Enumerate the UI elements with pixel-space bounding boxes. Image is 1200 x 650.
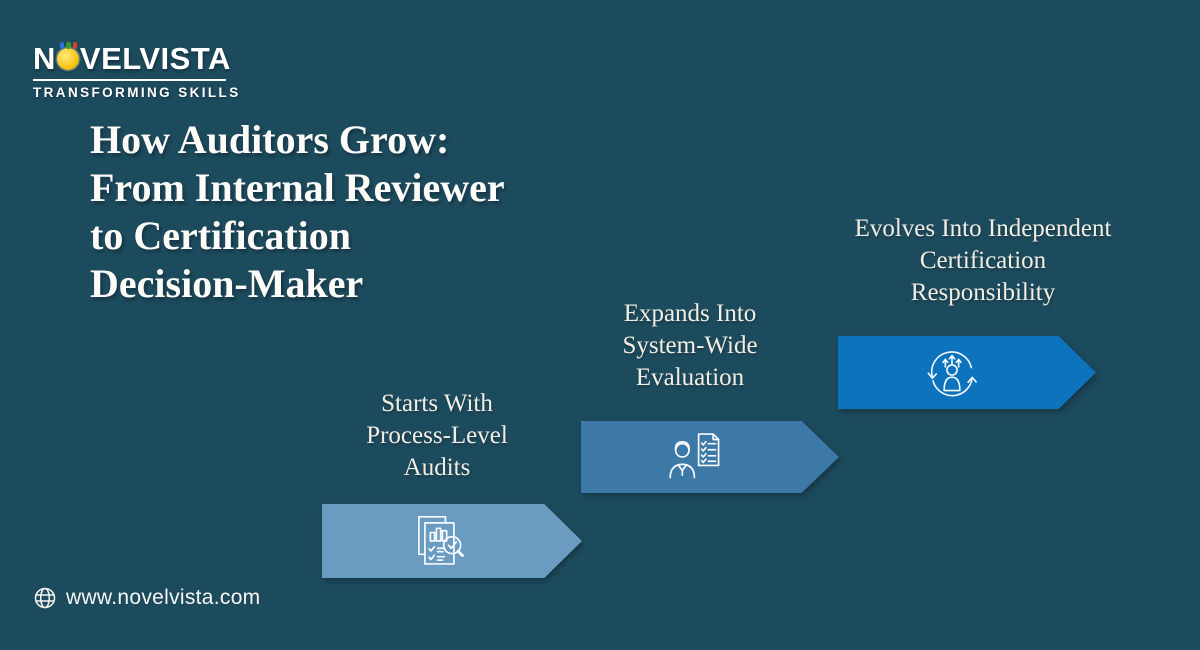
website-url: www.novelvista.com	[66, 586, 261, 609]
logo-wordmark: N VELVISTA	[33, 41, 241, 76]
step-3-arrow-shape	[838, 336, 1096, 409]
title-line: How Auditors Grow:	[90, 117, 450, 162]
footer: www.novelvista.com	[33, 586, 260, 610]
sun-figures-icon	[59, 41, 78, 49]
logo-suffix: VELVISTA	[79, 41, 231, 76]
logo-prefix: N	[33, 41, 56, 76]
step-2-label-line: System-Wide	[622, 332, 758, 359]
logo-divider	[33, 79, 226, 81]
title-line: to Certification	[90, 213, 352, 258]
figure-dot	[66, 41, 71, 49]
certification-responsibility-icon	[923, 344, 981, 402]
step-3-arrow	[838, 336, 1096, 409]
step-2-arrow-shape	[581, 421, 839, 493]
step-2-arrow	[581, 421, 839, 493]
step-2-label-line: Expands Into	[623, 300, 757, 327]
step-1-label-line: Audits	[403, 454, 471, 481]
step-1-arrow	[322, 504, 582, 578]
audit-report-magnifier-icon	[408, 512, 466, 570]
logo-tagline: TRANSFORMING SKILLS	[33, 85, 241, 100]
globe-icon	[34, 587, 56, 609]
sun-badge-icon	[56, 41, 79, 70]
title-line: From Internal Reviewer	[90, 165, 505, 210]
step-1-label: Starts With Process-Level Audits	[297, 388, 577, 484]
step-1-arrow-shape	[322, 504, 582, 578]
step-3-label-line: Evolves Into Independent	[854, 215, 1112, 242]
step-3-label-line: Certification	[919, 247, 1047, 274]
auditor-checklist-icon	[666, 428, 724, 486]
figure-dot	[72, 41, 78, 49]
figure-dot	[59, 41, 65, 49]
step-3-label: Evolves Into Independent Certification R…	[813, 213, 1153, 309]
step-2-label: Expands Into System-Wide Evaluation	[550, 298, 830, 394]
step-1-label-line: Starts With	[381, 390, 493, 417]
novelvista-logo: N VELVISTA TRANSFORMING SKILLS	[33, 41, 241, 100]
step-1-label-line: Process-Level	[366, 422, 508, 449]
step-3-label-line: Responsibility	[910, 279, 1056, 306]
page-title: How Auditors Grow: From Internal Reviewe…	[90, 116, 505, 308]
step-2-label-line: Evaluation	[635, 364, 745, 391]
title-line: Decision-Maker	[90, 261, 364, 306]
